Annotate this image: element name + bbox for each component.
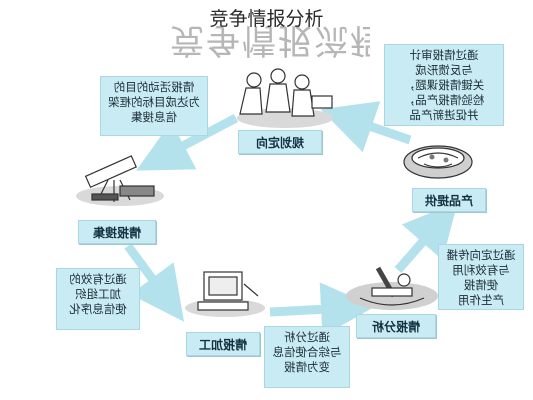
note-line: 使情报 <box>463 278 499 292</box>
arrow-planning-to-collection <box>136 114 239 171</box>
stage-planning-label: 规划定向 <box>255 135 304 150</box>
note-planning: 情报活动的目的 为达成目标的框架 信息搜集 <box>100 76 208 136</box>
note-line: 通过分析 <box>284 330 330 344</box>
note-line: 与反馈形成 <box>415 63 473 77</box>
note-line: 为达成目标的框架 <box>108 95 200 109</box>
stage-delivery: 产品提供 <box>412 188 486 212</box>
note-line: 检验情报产品， <box>403 93 485 107</box>
note-line: 变为情报 <box>284 360 330 374</box>
telescope-icon <box>76 155 164 206</box>
stage-collection: 情报搜集 <box>78 220 156 244</box>
stage-planning: 规划定向 <box>238 130 322 154</box>
stage-delivery-label: 产品提供 <box>424 193 473 208</box>
note-line: 与有效利用 <box>452 263 510 277</box>
stage-processing-label: 情报加工 <box>198 337 247 352</box>
microscope-icon <box>346 266 438 310</box>
note-line: 信息搜集 <box>131 110 177 124</box>
stage-processing: 情报加工 <box>186 332 260 356</box>
stage-analysis: 情报分析 <box>356 314 436 338</box>
note-line: 加工组织 <box>75 287 121 301</box>
note-line: 通过情报审计 <box>409 48 479 62</box>
page-caption: 竞争情报分析 <box>209 8 324 30</box>
note-line: 并促进新产品 <box>409 108 479 122</box>
note-processing: 通过分析 与综合使信息 变为情报 <box>264 326 350 388</box>
note-line: 通过有效的 <box>69 272 127 286</box>
note-line: 使信息序化 <box>69 302 127 316</box>
stage-collection-label: 情报搜集 <box>92 225 141 240</box>
note-line: 与综合使信息 <box>272 345 342 359</box>
arrow-analysis-to-delivery <box>394 201 458 273</box>
note-line: 情报活动的目的 <box>113 80 195 94</box>
note-delivery: 通过情报审计 与反馈形成 关键情报课题， 检验情报产品， 并促进新产品 <box>384 44 504 126</box>
note-line: 产生作用 <box>458 293 504 307</box>
note-line: 关键情报课题， <box>403 78 485 92</box>
arrow-processing-to-analysis <box>269 282 375 337</box>
computer-icon <box>185 271 265 317</box>
meeting-people-icon <box>237 68 333 128</box>
note-analysis: 通过定向传播 与有效利用 使情报 产生作用 <box>438 244 524 310</box>
globe-icon <box>403 145 473 179</box>
note-collection: 通过有效的 加工组织 使信息序化 <box>56 268 140 330</box>
note-line: 通过定向传播 <box>446 248 516 262</box>
arrow-collection-to-processing <box>124 243 185 322</box>
arrow-delivery-to-planning <box>320 101 412 153</box>
stage-analysis-label: 情报分析 <box>371 319 420 334</box>
